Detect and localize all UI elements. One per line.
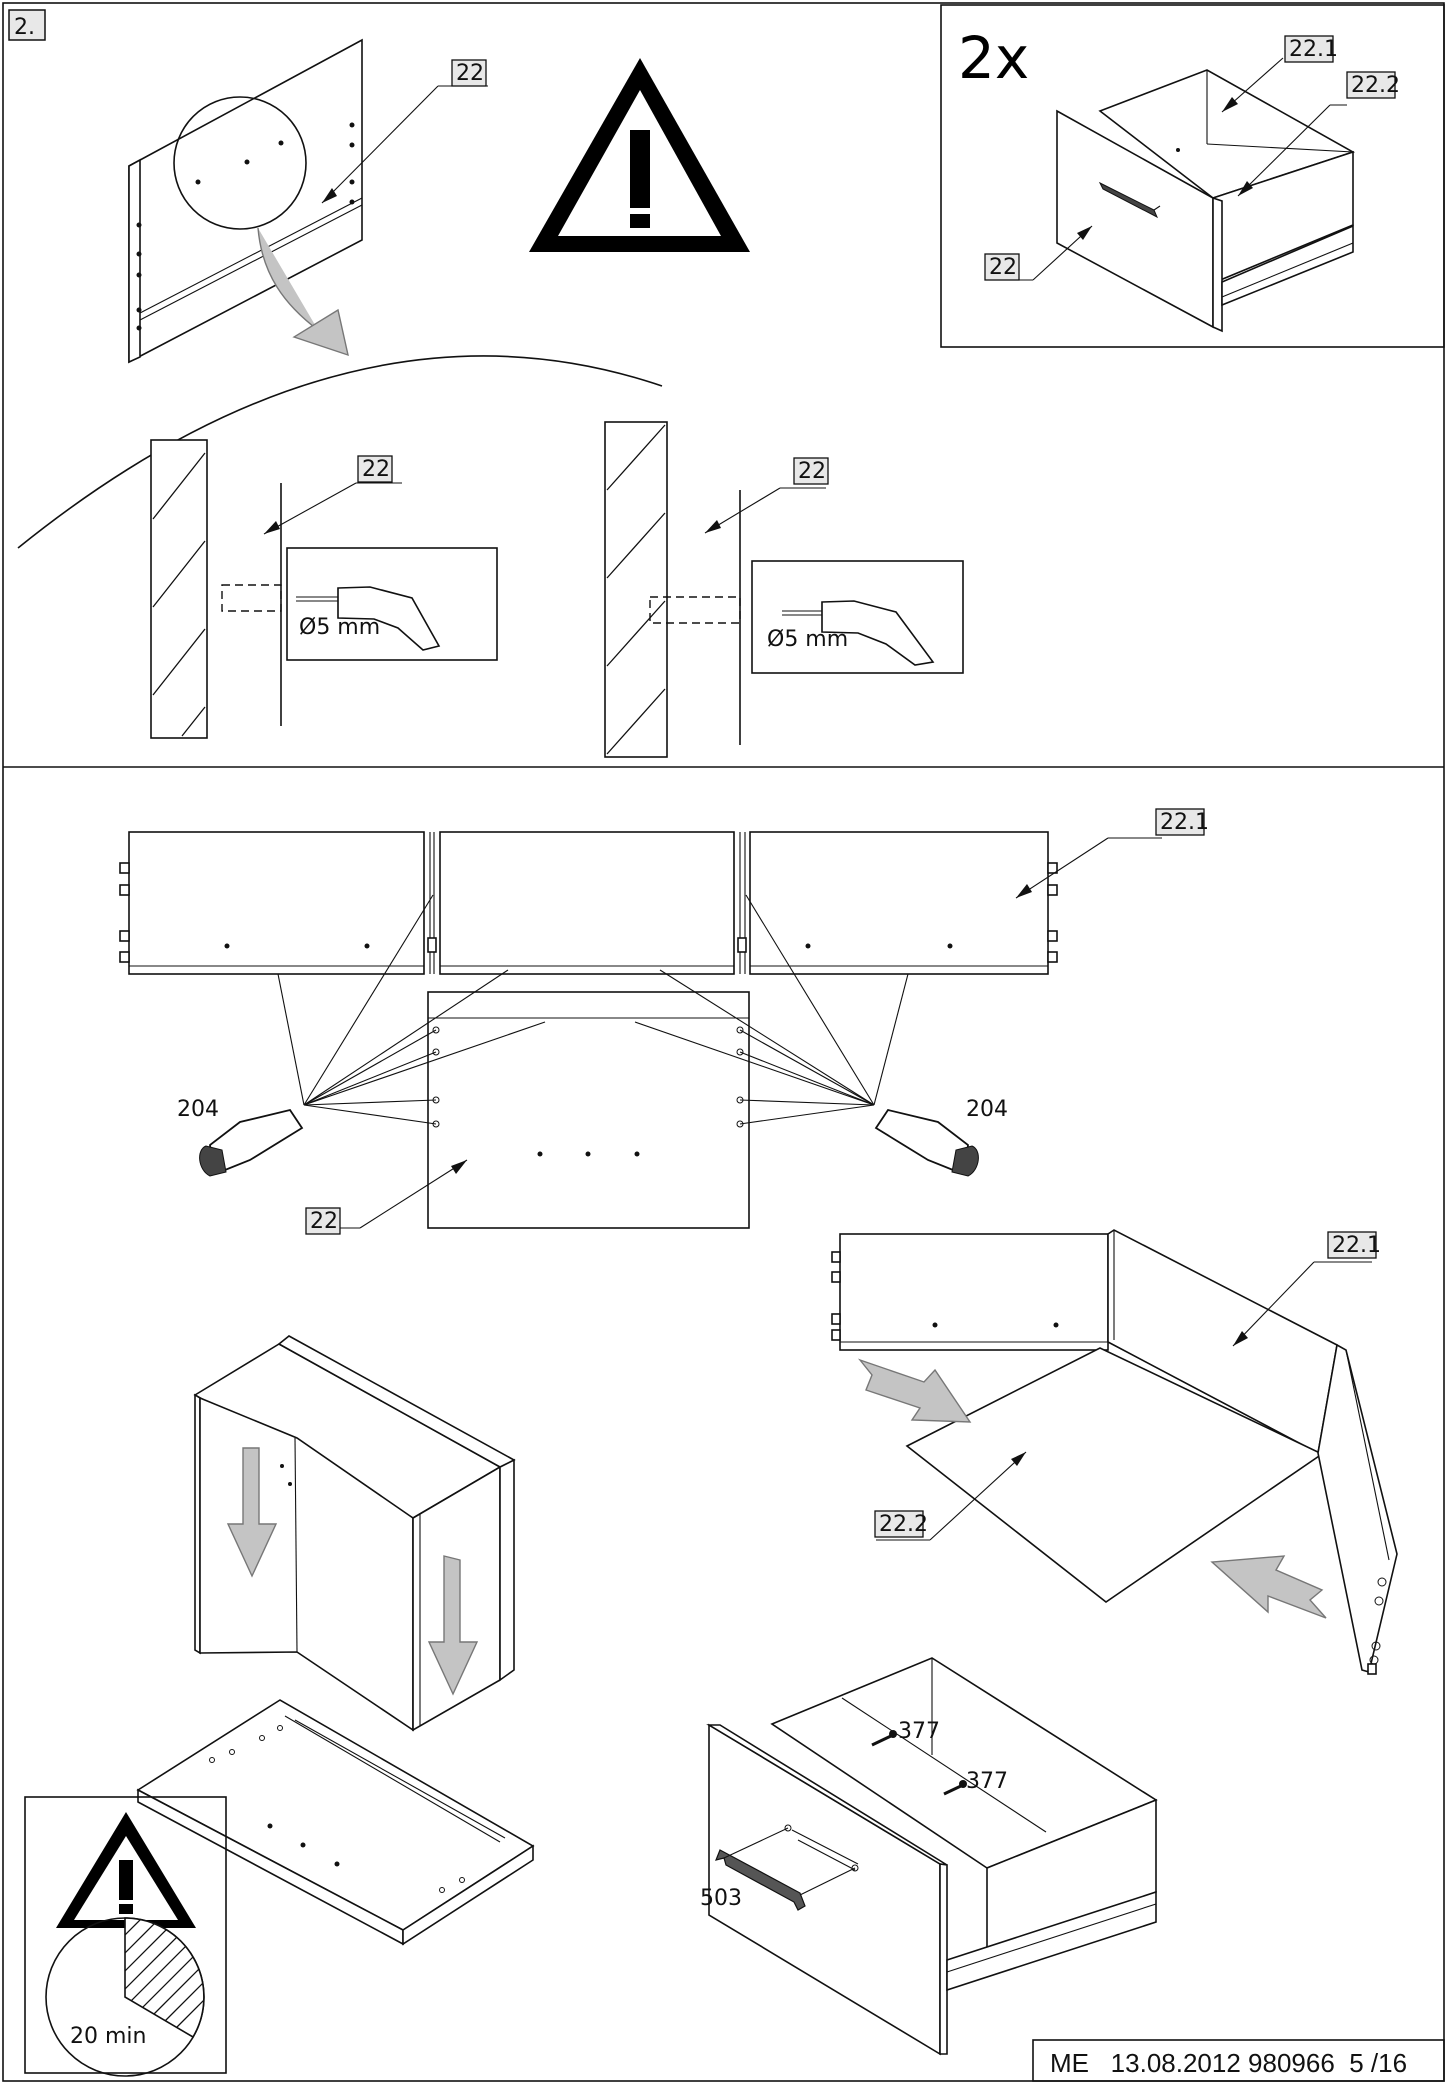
front-panel-detail-illustration: 22 — [128, 38, 488, 364]
quantity-label: 2x — [958, 24, 1029, 92]
part-label-377-a: 377 — [898, 1719, 940, 1744]
drill-detail-right: Ø5 mm 22 — [604, 421, 964, 758]
warning-icon — [529, 58, 750, 252]
part-label-22-2-lower: 22.2 — [879, 1512, 928, 1537]
cam-fitting-icon-left — [199, 1108, 304, 1177]
part-label-22-1-top: 22.1 — [1289, 37, 1338, 62]
carcass-lowering-illustration — [136, 1335, 535, 1946]
part-label-204-left: 204 — [177, 1097, 219, 1122]
part-label-22-top: 22 — [456, 61, 484, 86]
part-label-22-mid: 22 — [310, 1209, 338, 1234]
drawer-quantity-box: 2x 22.1 22.2 22 — [940, 4, 1445, 348]
handle-attachment-illustration: 377 377 503 — [700, 1657, 1158, 2056]
wait-duration: 20 min — [70, 2024, 146, 2049]
part-label-22-1-mid: 22.1 — [1160, 810, 1209, 835]
part-label-22-drill-right: 22 — [798, 459, 826, 484]
part-label-22-2-top: 22.2 — [1351, 73, 1400, 98]
drill-diameter-right: Ø5 mm — [767, 627, 848, 652]
detail-arc — [17, 355, 663, 549]
drying-time-box: 20 min — [24, 1796, 227, 2077]
warning-icon-small — [56, 1812, 196, 1928]
step-number-badge: 2. — [8, 9, 46, 41]
part-label-22-1-lower: 22.1 — [1332, 1233, 1381, 1258]
bottom-panel-insertion-illustration: 22.1 22.2 — [831, 1229, 1398, 1675]
step-number: 2. — [14, 15, 35, 40]
cam-fitting-icon-right — [874, 1108, 979, 1177]
detail-circle — [173, 96, 307, 230]
drill-detail-left: Ø5 mm 22 — [150, 439, 498, 739]
cam-fitting-assembly-illustration: 204 204 22.1 22 — [119, 808, 1209, 1235]
part-label-503: 503 — [700, 1886, 742, 1911]
part-label-22-drill-left: 22 — [362, 457, 390, 482]
footer-box: ME 13.08.2012 980966 5 /16 — [1032, 2039, 1445, 2082]
footer-text: ME 13.08.2012 980966 5 /16 — [1050, 2048, 1407, 2078]
drill-diameter-left: Ø5 mm — [299, 615, 380, 640]
part-label-377-b: 377 — [966, 1769, 1008, 1794]
part-label-204-right: 204 — [966, 1097, 1008, 1122]
part-label-22-drawer: 22 — [989, 255, 1017, 280]
